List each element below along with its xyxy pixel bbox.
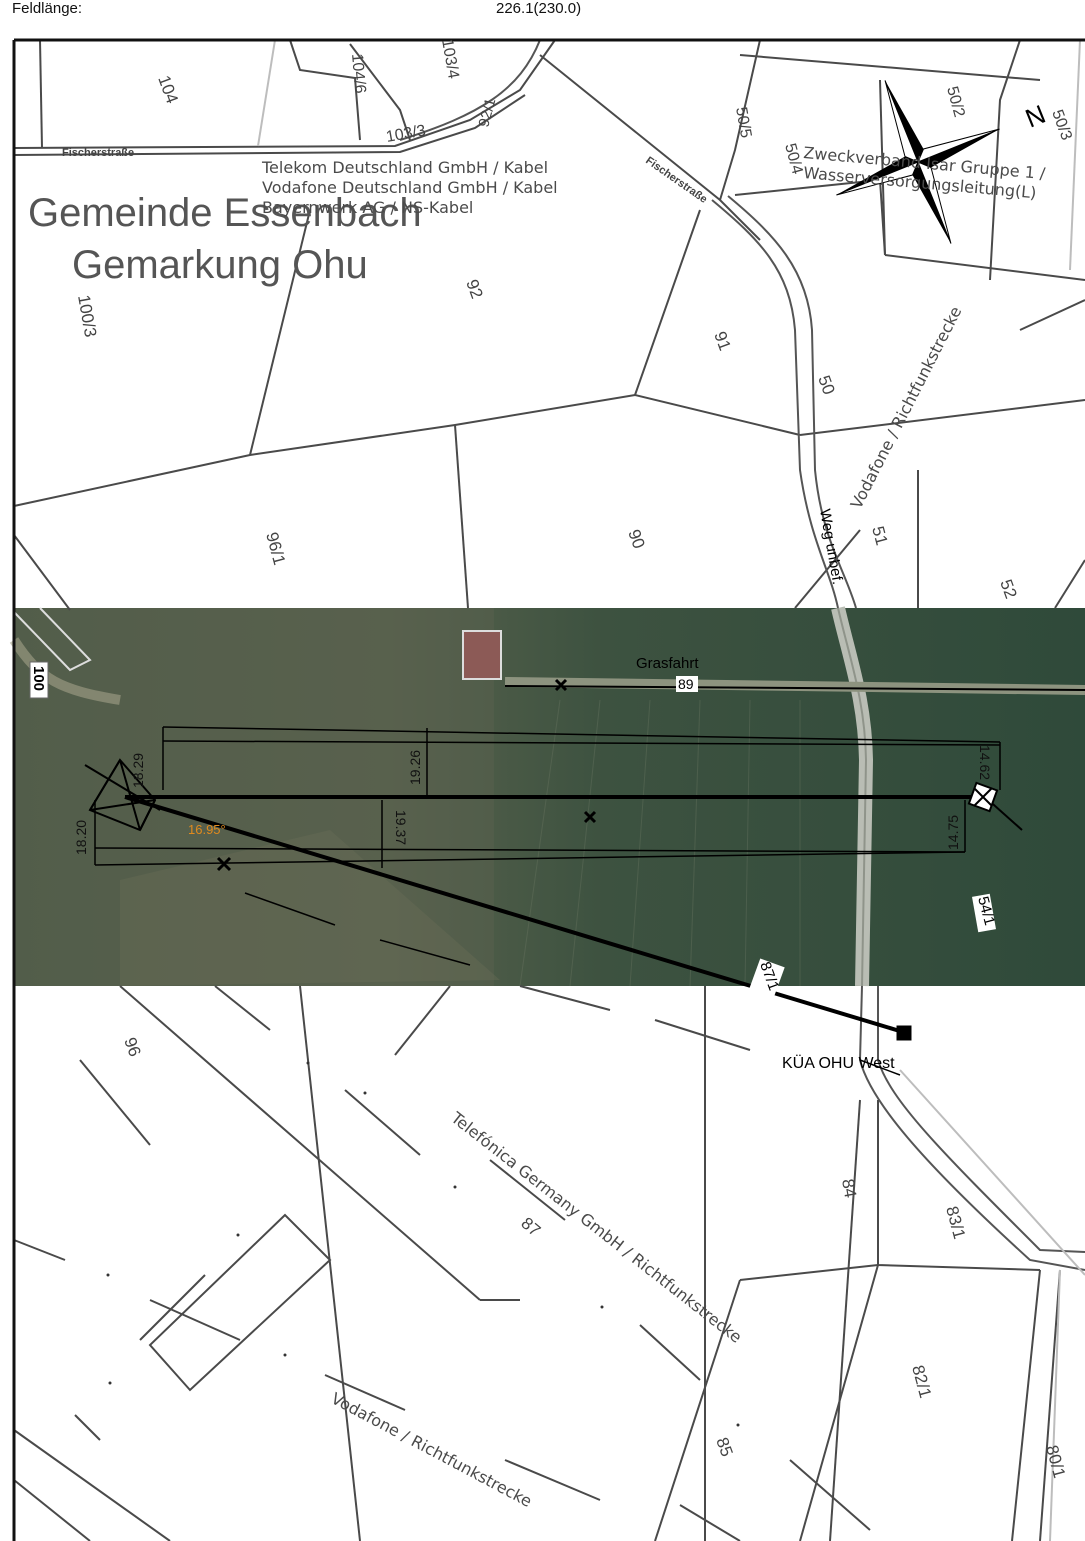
parcel-label: 91 [710,329,734,353]
utility-label-vodafone-radio: Vodafone / Richtfunkstrecke [847,303,966,512]
parcel-label: 85 [712,1435,736,1459]
parcel-label: 90 [624,527,648,551]
compass-rose [836,80,1000,244]
parcel-label: 100/3 [74,293,100,338]
station-label: KÜA OHU West [782,1054,895,1072]
parcel-label: 83/1 [942,1204,969,1241]
end-mast-symbol [967,781,999,813]
street-label: Fischerstraße [62,147,134,159]
road-label: Weg unbef. [816,508,846,586]
dimension-label: 18.29 [130,753,146,788]
parcel-label: 82/1 [908,1363,935,1400]
parcel-label: 100 [30,666,47,691]
grass-path-label: Grasfahrt [636,655,699,672]
parcel-label: 50/3 [1048,108,1075,143]
parcel-label: 54/1 [974,895,998,928]
parcel-label: 84 [838,1177,860,1199]
parcel-label: 50/4 [781,142,806,177]
grass-path-line [504,685,1085,691]
utility-label-telefonica: Telefónica Germany GmbH / Richtfunkstrec… [447,1108,746,1347]
dimension-label: 19.26 [407,750,423,785]
utility-label-vodafone-radio-2: Vodafone / Richtfunkstrecke [328,1389,535,1511]
parcel-label: 50/5 [732,106,754,140]
dimension-label: 14.62 [977,745,993,780]
parcel-boundaries [13,39,1085,611]
aerial-parcel-labels: 100 89 54/1 87/1 [29,661,998,998]
utility-label-bayernwerk: Bayernwerk AG / NS-Kabel [262,198,473,217]
parcel-label: 104/6 [348,53,368,94]
parcel-label: 50/2 [943,85,968,120]
district-label: Gemarkung Ohu [72,243,368,287]
lower-parcels [13,985,1061,1541]
parcel-label: 96 [120,1035,144,1059]
dimension-labels: 18.29 19.26 18.20 19.37 14.75 14.62 [73,745,993,855]
parcel-label: 104 [154,73,182,106]
dimension-label: 19.37 [393,810,409,845]
utility-lines-light [257,39,1085,1541]
street-label: Fischerstraße [643,155,709,206]
parcel-label: 103/4 [438,38,462,80]
parcel-label: 92/1 [475,96,499,129]
route-lines [244,892,901,1076]
field-length-label: Feldlänge: [12,0,83,17]
parcel-label: 87 [517,1214,544,1241]
north-label: N [1021,99,1050,134]
measurement-lines [94,726,1001,868]
municipality-label: Gemeinde Essenbach [28,191,422,235]
dimension-label: 14.75 [945,815,961,850]
dimension-label: 18.20 [73,820,89,855]
parcel-label: 52 [996,577,1020,601]
x-markers [216,678,597,872]
field-length-value: 226.1(230.0) [496,0,582,17]
map-frame [12,38,1085,1541]
parcel-label: 51 [868,524,891,547]
parcel-label: 80/1 [1042,1443,1069,1480]
mast-symbol [88,758,157,832]
utility-label-vodafone-cable: Vodafone Deutschland GmbH / Kabel [262,178,558,197]
angle-label: 16.95° [188,822,226,837]
utility-label-telekom: Telekom Deutschland GmbH / Kabel [261,158,548,177]
parcel-label: 103/3 [385,122,427,146]
parcel-label: 50 [814,373,838,397]
parcel-label: 96/1 [262,530,289,567]
parcel-label: 89 [678,676,694,692]
main-road [399,39,1085,1271]
parcel-label: 92 [462,277,486,301]
survey-dots [106,1061,740,1427]
